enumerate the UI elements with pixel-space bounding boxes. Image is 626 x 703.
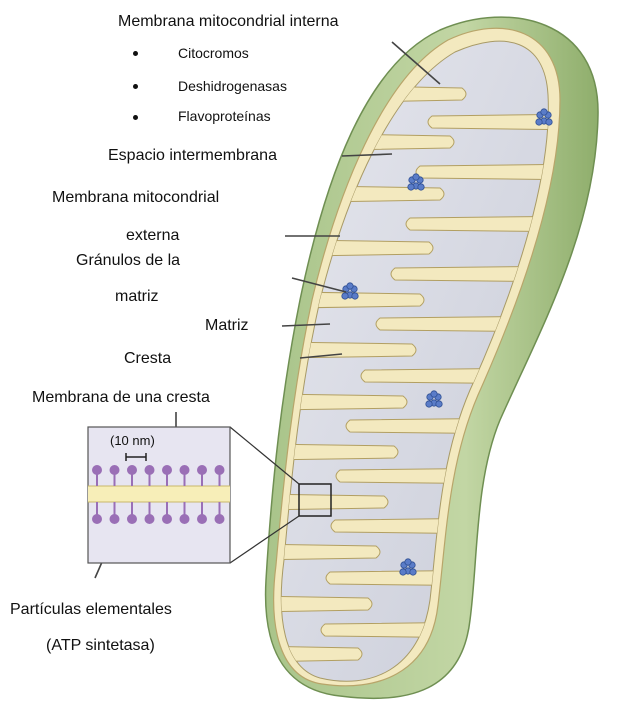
label-outer-membrane: Membrana mitocondrial (52, 188, 219, 208)
label-matrix: Matriz (205, 316, 249, 336)
bullet (133, 84, 138, 89)
label-crest: Cresta (124, 349, 171, 369)
crista (256, 646, 362, 662)
label-matrix-granules: Gránulos de la (76, 251, 180, 271)
crista (346, 418, 530, 434)
label-elemental-particles: Partículas elementales (10, 600, 172, 620)
crista (336, 468, 518, 484)
label-outer-membrane-2: externa (126, 226, 179, 246)
label-dehydrogenases: Deshidrogenasas (178, 76, 287, 96)
label-intermembrane-space: Espacio intermembrana (108, 146, 277, 166)
label-cytochromes: Citocromos (178, 43, 249, 63)
label-atp-synthase: (ATP sintetasa) (46, 636, 155, 656)
label-matrix-granules-2: matriz (115, 287, 159, 307)
crista (331, 518, 511, 534)
bullet (133, 51, 138, 56)
label-inner-membrane: Membrana mitocondrial interna (118, 12, 339, 32)
bullet (133, 115, 138, 120)
label-crest-membrane: Membrana de una cresta (32, 388, 210, 408)
label-scale: (10 nm) (110, 431, 155, 451)
label-flavoproteins: Flavoproteínas (178, 106, 271, 126)
